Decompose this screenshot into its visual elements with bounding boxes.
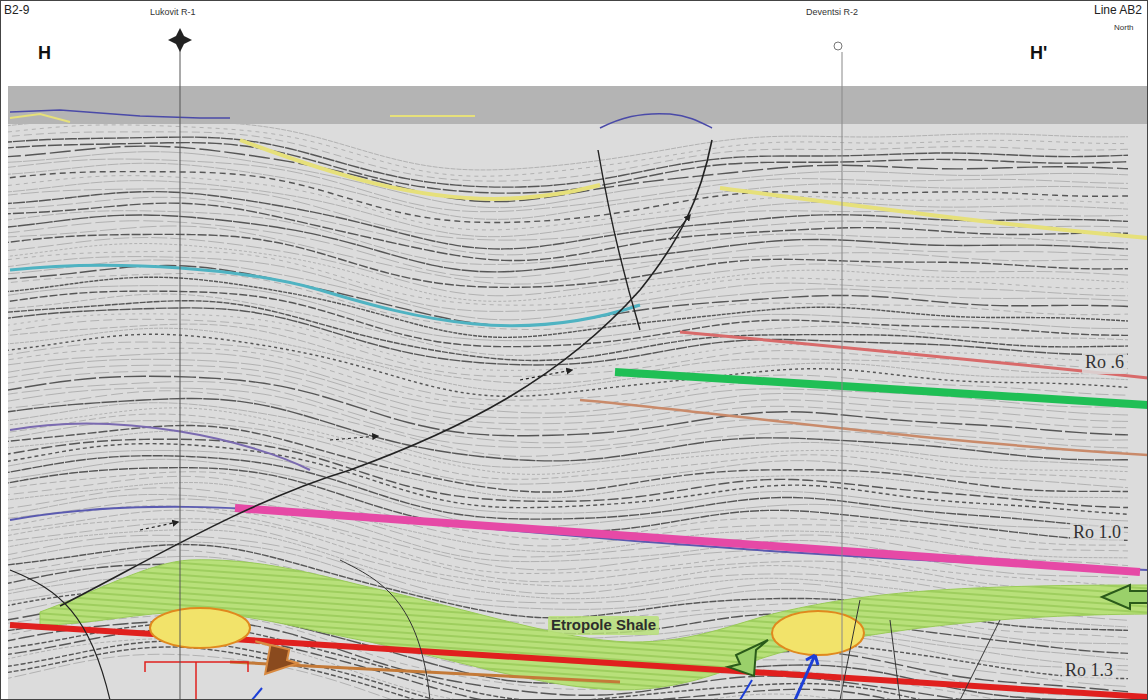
topography-line <box>600 114 712 128</box>
section-end-label: H <box>38 44 51 64</box>
maturity-label: Ro 1.3 <box>1062 660 1116 682</box>
seismic-reflector <box>8 391 1128 457</box>
fault-line <box>598 150 640 330</box>
interpretation <box>10 140 1148 700</box>
blue-arrow <box>795 655 818 700</box>
seismic-reflector <box>8 244 1128 302</box>
section-end-label: H' <box>1030 44 1047 64</box>
charge-arrow <box>728 640 768 676</box>
migration-arrow <box>330 436 378 440</box>
trap-ellipse <box>150 608 250 648</box>
well-symbol <box>168 28 192 52</box>
direction-label: North <box>1114 24 1134 33</box>
seismic-reflector <box>8 459 1128 532</box>
ro-0-6-line <box>615 372 1148 405</box>
topography-band <box>8 86 1148 126</box>
seismic-reflector <box>8 301 1128 361</box>
seismic-reflector <box>8 488 1128 566</box>
seismic-reflector <box>8 353 1128 413</box>
brown-horizon <box>580 400 1148 455</box>
seismic-reflector <box>8 215 1128 272</box>
thrust-fault <box>60 140 712 606</box>
migration-arrow <box>140 522 178 530</box>
well-path <box>180 42 181 700</box>
charge-arrow <box>255 635 298 675</box>
seismic-reflector <box>8 476 1128 551</box>
red-horizon <box>680 332 1148 378</box>
seismic-reflector <box>8 234 1128 287</box>
seismic-reflector <box>8 456 1128 528</box>
seismic-reflector <box>8 414 1128 480</box>
seismic-reflector <box>8 291 1128 347</box>
charge-arrow <box>1102 585 1148 609</box>
cyan-horizon <box>10 265 640 326</box>
seismic-reflector <box>8 359 1128 418</box>
seismic-reflector <box>8 444 1128 515</box>
seismic-reflector <box>8 403 1128 468</box>
yellow-horizon <box>240 140 600 199</box>
ro-1-0-line <box>235 508 1140 572</box>
fault-line <box>340 560 430 700</box>
seismic-reflector <box>8 132 1128 181</box>
migration-arrow <box>520 370 572 380</box>
blue-arrow <box>740 680 752 700</box>
blue-arrow <box>252 688 262 700</box>
well-symbol <box>834 42 842 50</box>
topography-line <box>390 115 475 117</box>
fault-line <box>840 600 1000 700</box>
well-name: Deventsi R-2 <box>806 8 858 18</box>
topography-line <box>10 114 70 122</box>
purple-horizon <box>10 424 310 470</box>
seismic-reflector <box>8 483 1128 558</box>
etropole-shale-band <box>40 560 1148 690</box>
maturity-label: Ro 1.0 <box>1070 522 1124 544</box>
yellow-horizon <box>720 188 1148 238</box>
seismic-reflector <box>8 324 1128 384</box>
interval-bracket <box>145 662 248 700</box>
seismic-reflector <box>8 439 1128 507</box>
fault-line <box>10 570 110 700</box>
seismic-reflector <box>8 425 1128 492</box>
seismic-reflector <box>8 319 1128 376</box>
seismic-reflector <box>8 143 1128 193</box>
well-path <box>842 52 843 700</box>
well-name: Lukovit R-1 <box>150 8 196 18</box>
line-name: Line AB2 <box>1094 4 1142 17</box>
seismic-reflector <box>8 421 1128 488</box>
maturity-label: Ro .6 <box>1082 352 1127 374</box>
figure-number: B2-9 <box>4 4 29 17</box>
seismic-reflector <box>8 376 1128 435</box>
formation-name: Etropole Shale <box>548 616 659 635</box>
seismic-reflector <box>8 172 1128 223</box>
migration-arrow <box>670 215 690 240</box>
